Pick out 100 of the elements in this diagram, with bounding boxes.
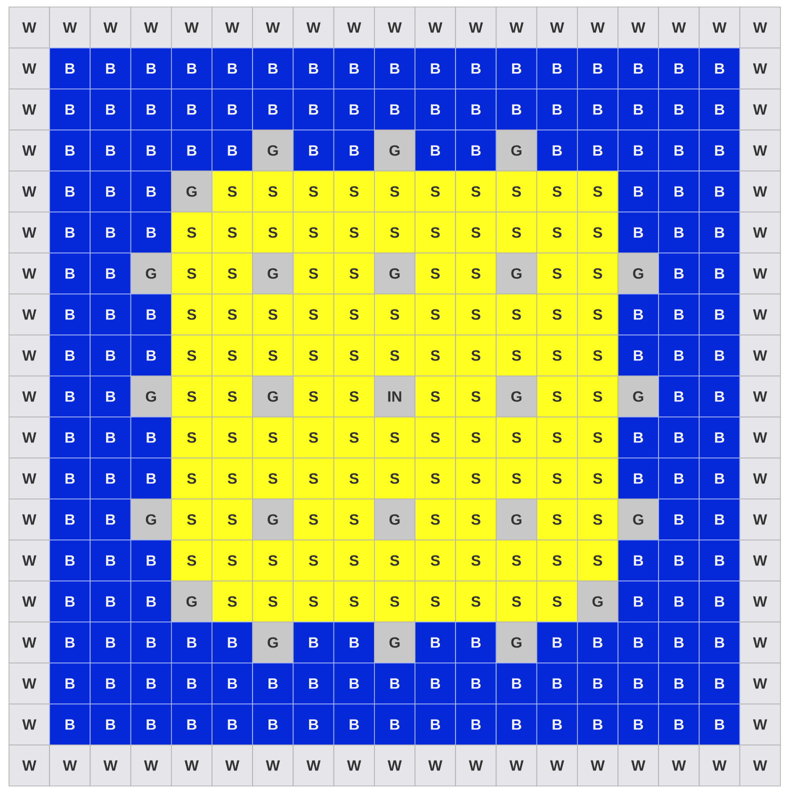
grid-cell: W	[739, 662, 781, 704]
grid-cell: B	[292, 130, 334, 172]
grid-cell: W	[333, 744, 375, 786]
grid-cell: G	[171, 170, 212, 212]
grid-cell: B	[698, 130, 740, 172]
grid-cell: B	[374, 48, 416, 90]
grid-cell: S	[333, 580, 375, 622]
grid-cell: B	[577, 622, 618, 664]
grid-cell: S	[414, 540, 456, 582]
grid-cell: S	[252, 170, 294, 212]
grid-cell: S	[333, 376, 375, 418]
grid-cell: S	[292, 334, 334, 376]
grid-cell: S	[455, 376, 497, 418]
grid-cell: S	[577, 376, 618, 418]
grid-cell: W	[739, 744, 781, 786]
grid-cell: S	[252, 294, 294, 336]
grid-cell: B	[90, 662, 132, 704]
grid-cell: W	[739, 48, 781, 90]
grid-cell: B	[49, 540, 91, 582]
grid-cell: B	[618, 334, 659, 376]
grid-cell: G	[130, 376, 172, 418]
grid-cell: B	[455, 88, 497, 130]
grid-cell: B	[698, 88, 740, 130]
grid-cell: B	[618, 130, 659, 172]
grid-cell: S	[414, 416, 456, 458]
grid-cell: W	[739, 6, 781, 48]
grid-cell: B	[252, 88, 294, 130]
grid-cell: B	[49, 704, 91, 746]
grid-cell: W	[698, 6, 740, 48]
grid-cell: B	[698, 252, 740, 294]
grid-cell: W	[414, 744, 456, 786]
grid-cell: W	[49, 744, 91, 786]
grid-cell: S	[171, 416, 212, 458]
grid-cell: W	[739, 376, 781, 418]
grid-cell: W	[496, 6, 538, 48]
grid-cell: B	[618, 294, 659, 336]
grid-cell: B	[698, 376, 740, 418]
grid-cell: W	[536, 744, 578, 786]
grid-cell: B	[698, 540, 740, 582]
grid-cell: W	[8, 88, 50, 130]
grid-cell: W	[739, 252, 781, 294]
grid-cell: W	[8, 662, 50, 704]
grid-cell: W	[414, 6, 456, 48]
grid-cell: B	[414, 704, 456, 746]
grid-cell: B	[130, 540, 172, 582]
grid-cell: S	[374, 212, 416, 254]
grid-cell: W	[8, 744, 50, 786]
grid-cell: S	[496, 540, 538, 582]
grid-cell: B	[618, 88, 659, 130]
grid-cell: G	[577, 580, 618, 622]
grid-cell: B	[130, 662, 172, 704]
grid-cell: S	[577, 334, 618, 376]
grid-cell: G	[374, 252, 416, 294]
grid-cell: B	[496, 48, 538, 90]
grid-cell: B	[212, 622, 253, 664]
grid-cell: B	[49, 498, 91, 540]
grid-cell: B	[698, 416, 740, 458]
grid-cell: W	[8, 130, 50, 172]
grid-cell: S	[171, 540, 212, 582]
grid-cell: B	[455, 130, 497, 172]
grid-cell: B	[658, 376, 700, 418]
grid-cell: W	[374, 6, 416, 48]
grid-cell: S	[292, 458, 334, 500]
grid-cell: W	[8, 6, 50, 48]
grid-cell: W	[8, 540, 50, 582]
grid-cell: S	[496, 580, 538, 622]
grid-cell: G	[618, 252, 659, 294]
grid-cell: S	[455, 580, 497, 622]
grid-cell: B	[658, 662, 700, 704]
grid-cell: B	[618, 458, 659, 500]
grid-cell: S	[536, 376, 578, 418]
grid-cell: B	[698, 334, 740, 376]
grid-cell: B	[49, 212, 91, 254]
grid-cell: B	[90, 704, 132, 746]
grid-cell: S	[496, 294, 538, 336]
grid-cell: W	[171, 744, 212, 786]
grid-cell: W	[739, 130, 781, 172]
grid-cell: B	[90, 334, 132, 376]
grid-cell: W	[455, 6, 497, 48]
grid-cell: B	[658, 540, 700, 582]
grid-cell: S	[212, 580, 253, 622]
grid-cell: S	[536, 580, 578, 622]
grid-cell: B	[577, 48, 618, 90]
grid-cell: S	[292, 170, 334, 212]
grid-cell: G	[618, 376, 659, 418]
grid-cell: S	[374, 540, 416, 582]
grid-cell: S	[212, 170, 253, 212]
grid-cell: W	[8, 170, 50, 212]
grid-cell: G	[252, 376, 294, 418]
grid-cell: B	[536, 130, 578, 172]
grid-cell: B	[90, 622, 132, 664]
grid-cell: S	[374, 416, 416, 458]
grid-cell: W	[698, 744, 740, 786]
grid-cell: S	[171, 376, 212, 418]
grid-cell: S	[212, 294, 253, 336]
grid-cell: B	[496, 662, 538, 704]
grid-cell: B	[577, 130, 618, 172]
grid-cell: B	[658, 170, 700, 212]
grid-cell: B	[212, 88, 253, 130]
grid-cell: B	[212, 48, 253, 90]
